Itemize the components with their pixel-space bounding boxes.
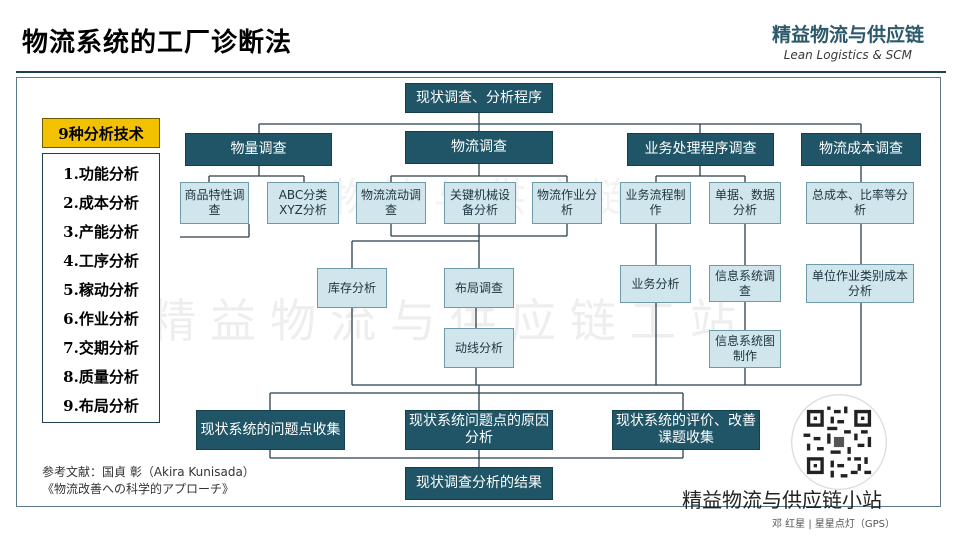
technique-item: 6.作业分析: [63, 310, 139, 328]
site-name: 精益物流与供应链小站: [682, 488, 882, 512]
flow-root: 现状调查、分析程序: [405, 83, 553, 113]
analysis-box: 物流流动调查: [356, 182, 426, 224]
technique-item: 1.功能分析: [63, 165, 139, 183]
collect-box: 现状系统问题点的原因分析: [405, 410, 553, 450]
technique-item: 9.布局分析: [63, 397, 139, 415]
reference: 参考文献：国貞 彰（Akira Kunisada） 《物流改善への科学的アプロー…: [42, 464, 255, 498]
collect-box: 现状系统的评价、改善课题收集: [612, 410, 760, 450]
page-title: 物流系统的工厂诊断法: [22, 28, 293, 58]
analysis-box: 单据、数据分析: [709, 182, 781, 224]
reference-book: 《物流改善への科学的アプローチ》: [42, 482, 235, 496]
category-box: 物量调查: [185, 133, 332, 166]
qr-code-icon: [791, 394, 887, 490]
category-box: 业务处理程序调查: [627, 133, 774, 166]
collect-box: 现状系统的问题点收集: [196, 410, 345, 450]
technique-item: 5.稼动分析: [63, 281, 139, 299]
technique-item: 3.产能分析: [63, 223, 139, 241]
brand-logo-en: Lean Logistics & SCM: [783, 48, 912, 62]
category-box: 物流成本调查: [801, 133, 921, 166]
technique-item: 2.成本分析: [63, 194, 139, 212]
analysis-box: 物流作业分析: [532, 182, 602, 224]
analysis-box: 库存分析: [317, 268, 387, 308]
analysis-box: 信息系统图制作: [709, 330, 781, 368]
category-box: 物流调查: [405, 131, 553, 164]
result-box: 现状调查分析的结果: [405, 467, 553, 500]
analysis-box: 总成本、比率等分析: [806, 182, 914, 224]
diagram-frame: [16, 77, 941, 507]
analysis-box: 动线分析: [444, 328, 514, 368]
analysis-box: 业务分析: [620, 265, 691, 303]
analysis-box: 单位作业类别成本分析: [806, 264, 914, 303]
title-divider: [16, 71, 946, 73]
techniques-list: 1.功能分析 2.成本分析 3.产能分析 4.工序分析 5.稼动分析 6.作业分…: [42, 153, 160, 423]
analysis-box: 布局调查: [444, 268, 514, 308]
analysis-box: 业务流程制作: [620, 182, 691, 224]
brand-logo-cn: 精益物流与供应链: [771, 24, 924, 46]
techniques-header: 9种分析技术: [42, 118, 160, 148]
technique-item: 4.工序分析: [63, 252, 139, 270]
analysis-box: ABC分类XYZ分析: [267, 182, 339, 224]
technique-item: 7.交期分析: [63, 339, 139, 357]
analysis-box: 信息系统调查: [709, 265, 781, 302]
technique-item: 8.质量分析: [63, 368, 139, 386]
analysis-box: 商品特性调查: [180, 182, 249, 224]
analysis-box: 关键机械设备分析: [444, 182, 516, 224]
reference-author: 参考文献：国貞 彰（Akira Kunisada）: [42, 465, 255, 479]
watermark-main: 精益物流与供应链工站: [150, 294, 750, 348]
author-credit: 邓 红星 | 星星点灯（GPS）: [772, 519, 896, 530]
